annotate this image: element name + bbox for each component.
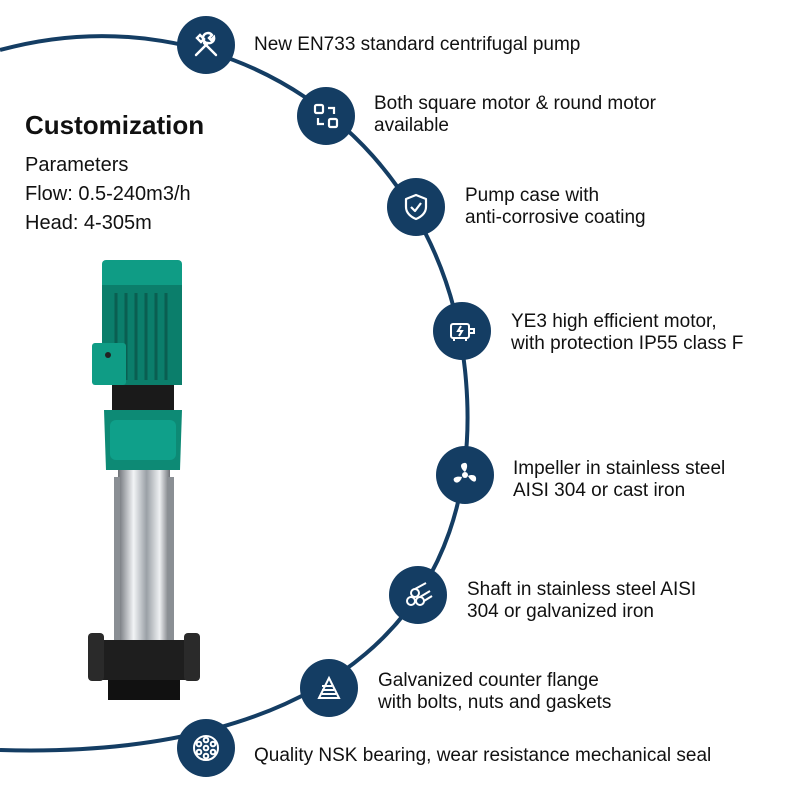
feature-text: YE3 high efficient motor, with protectio…: [511, 311, 744, 354]
feature-text: New EN733 standard centrifugal pump: [254, 34, 581, 55]
shield-check-icon: [387, 178, 445, 236]
feature-text: Both square motor & round motor availabl…: [374, 93, 656, 136]
feature-text: Quality NSK bearing, wear resistance mec…: [254, 745, 712, 766]
flange-stack-icon: [300, 659, 358, 717]
feature-text: Galvanized counter flange with bolts, nu…: [378, 670, 612, 713]
spec-block: Customization Parameters Flow: 0.5-240m3…: [25, 110, 204, 238]
feature-text: Pump case with anti-corrosive coating: [465, 185, 646, 228]
pump-image: [88, 260, 200, 700]
feature-text: Impeller in stainless steel AISI 304 or …: [513, 458, 726, 501]
head-spec: Head: 4-305m: [25, 212, 152, 234]
page-title: Customization: [25, 110, 205, 140]
bearing-icon: [177, 719, 235, 777]
fan-impeller-icon: [436, 446, 494, 504]
shaft-rods-icon: [389, 566, 447, 624]
feature-text: Shaft in stainless steel AISI 304 or gal…: [467, 579, 697, 622]
swap-shapes-icon: [297, 87, 355, 145]
tools-icon: [177, 16, 235, 74]
motor-icon: [433, 302, 491, 360]
params-label: Parameters: [25, 154, 129, 176]
flow-spec: Flow: 0.5-240m3/h: [25, 183, 191, 205]
